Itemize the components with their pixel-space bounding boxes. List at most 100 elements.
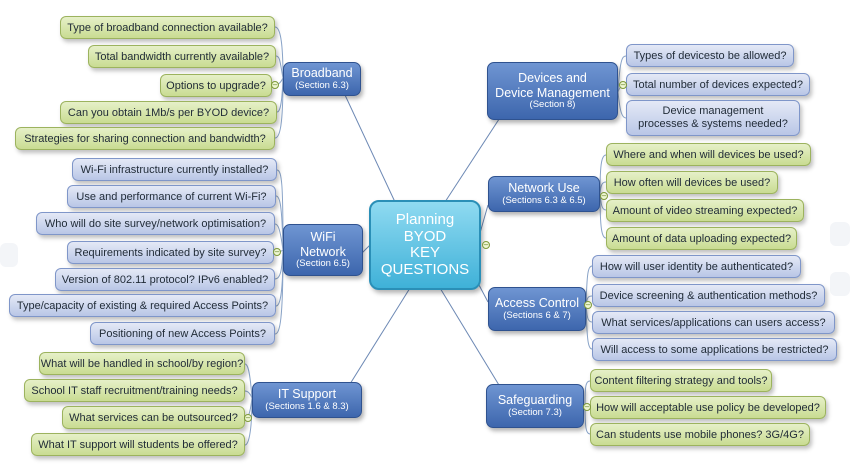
topic-label: processes & systems needed?	[638, 118, 788, 130]
topic-label: Device screening & authentication method…	[599, 289, 818, 302]
topic-survey-requirements[interactable]: Requirements indicated by site survey?	[67, 241, 274, 264]
topic-label: Content filtering strategy and tools?	[594, 374, 768, 387]
background-shape	[0, 243, 18, 267]
topic-outsourced-services[interactable]: What services can be outsourced?	[62, 406, 245, 429]
collapse-toggle-icon[interactable]: –	[583, 402, 591, 411]
collapse-toggle-icon[interactable]: –	[244, 413, 252, 422]
topic-label: Can you obtain 1Mb/s per BYOD device?	[67, 106, 270, 119]
topic-device-screening[interactable]: Device screening & authentication method…	[592, 284, 825, 307]
topic-how-often-used[interactable]: How often will devices be used?	[606, 171, 778, 194]
topic-student-it-support[interactable]: What IT support will students be offered…	[31, 433, 245, 456]
branch-subtitle: (Section 6.5)	[296, 257, 350, 269]
topic-label: Amount of data uploading expected?	[611, 232, 792, 245]
branch-devices-management[interactable]: Devices and Device Management (Section 8…	[487, 62, 618, 120]
topic-label: Version of 802.11 protocol? IPv6 enabled…	[61, 273, 269, 286]
branch-subtitle: (Sections 6 & 7)	[503, 309, 571, 321]
branch-title: Access Control	[494, 296, 580, 311]
topic-label: Where and when will devices be used?	[613, 148, 804, 161]
topic-wifi-performance[interactable]: Use and performance of current Wi-Fi?	[67, 185, 276, 208]
topic-label: Amount of video streaming expected?	[612, 204, 798, 217]
topic-sharing-strategies[interactable]: Strategies for sharing connection and ba…	[15, 127, 275, 150]
topic-options-upgrade[interactable]: Options to upgrade?	[160, 74, 272, 97]
central-topic-line: QUESTIONS	[380, 260, 470, 278]
collapse-toggle-icon[interactable]: –	[482, 240, 490, 249]
branch-subtitle: (Section 7.3)	[508, 406, 562, 418]
collapse-toggle-icon[interactable]: –	[619, 80, 627, 89]
topic-broadband-connection-type[interactable]: Type of broadband connection available?	[60, 16, 275, 39]
topic-label: Will access to some applications be rest…	[600, 343, 829, 356]
topic-label: Positioning of new Access Points?	[99, 327, 266, 340]
topic-label: Type/capacity of existing & required Acc…	[16, 299, 269, 312]
topic-restricted-applications[interactable]: Will access to some applications be rest…	[592, 338, 837, 361]
background-shape	[830, 222, 850, 246]
topic-wifi-installed[interactable]: Wi-Fi infrastructure currently installed…	[72, 158, 277, 181]
branch-title: Network Use	[508, 181, 580, 196]
topic-label: Can students use mobile phones? 3G/4G?	[596, 428, 804, 441]
collapse-toggle-icon[interactable]: –	[271, 80, 279, 89]
topic-label: Device management	[662, 104, 764, 117]
branch-subtitle: (Sections 1.6 & 8.3)	[265, 400, 349, 412]
topic-label: What IT support will students be offered…	[38, 438, 238, 451]
branch-title: Safeguarding	[497, 393, 573, 408]
topic-staff-recruitment[interactable]: School IT staff recruitment/training nee…	[24, 379, 245, 402]
branch-safeguarding[interactable]: Safeguarding (Section 7.3)	[486, 384, 584, 428]
branch-access-control[interactable]: Access Control (Sections 6 & 7)	[488, 287, 586, 331]
collapse-toggle-icon[interactable]: –	[600, 191, 608, 200]
central-topic-line: Planning	[395, 211, 455, 228]
topic-mobile-phones[interactable]: Can students use mobile phones? 3G/4G?	[590, 423, 810, 446]
topic-device-management-processes[interactable]: Device management processes & systems ne…	[626, 100, 800, 136]
topic-label: How will acceptable use policy be develo…	[596, 401, 820, 414]
topic-label: What will be handled in school/by region…	[40, 357, 244, 370]
branch-title: Device Management	[495, 85, 610, 100]
topic-label: How often will devices be used?	[613, 176, 771, 189]
topic-user-identity-auth[interactable]: How will user identity be authenticated?	[592, 255, 801, 278]
central-topic-line: KEY	[409, 244, 440, 261]
topic-total-bandwidth[interactable]: Total bandwidth currently available?	[88, 45, 276, 68]
topic-data-uploading[interactable]: Amount of data uploading expected?	[606, 227, 797, 250]
topic-label: School IT staff recruitment/training nee…	[31, 384, 238, 397]
branch-title: Broadband	[291, 66, 353, 81]
branch-subtitle: (Section 8)	[529, 98, 576, 110]
topic-label: Total number of devices expected?	[633, 78, 803, 91]
branch-it-support[interactable]: IT Support (Sections 1.6 & 8.3)	[252, 382, 362, 418]
topic-access-points-positioning[interactable]: Positioning of new Access Points?	[90, 322, 275, 345]
collapse-toggle-icon[interactable]: –	[584, 300, 592, 309]
topic-label: Requirements indicated by site survey?	[74, 246, 267, 259]
topic-where-when-used[interactable]: Where and when will devices be used?	[606, 143, 811, 166]
topic-label: Total bandwidth currently available?	[94, 50, 270, 63]
branch-wifi-network[interactable]: WiFi Network (Section 6.5)	[283, 224, 363, 276]
topic-label: Wi-Fi infrastructure currently installed…	[80, 163, 269, 176]
branch-title: Network	[300, 244, 346, 259]
topic-site-survey[interactable]: Who will do site survey/network optimisa…	[36, 212, 275, 235]
branch-subtitle: (Section 6.3)	[295, 79, 349, 91]
topic-access-points-capacity[interactable]: Type/capacity of existing & required Acc…	[9, 294, 276, 317]
topic-1mbs-per-device[interactable]: Can you obtain 1Mb/s per BYOD device?	[60, 101, 277, 124]
topic-acceptable-use-policy[interactable]: How will acceptable use policy be develo…	[590, 396, 826, 419]
branch-network-use[interactable]: Network Use (Sections 6.3 & 6.5)	[488, 176, 600, 212]
topic-school-region[interactable]: What will be handled in school/by region…	[39, 352, 245, 375]
topic-user-services-access[interactable]: What services/applications can users acc…	[592, 311, 835, 334]
topic-label: Types of devicesto be allowed?	[633, 49, 787, 62]
branch-broadband[interactable]: Broadband (Section 6.3)	[283, 62, 361, 96]
background-shape	[830, 272, 850, 296]
branch-subtitle: (Sections 6.3 & 6.5)	[502, 194, 586, 206]
topic-80211-protocol[interactable]: Version of 802.11 protocol? IPv6 enabled…	[55, 268, 275, 291]
topic-label: What services/applications can users acc…	[601, 316, 826, 329]
branch-title: WiFi	[310, 230, 336, 245]
topic-label: Use and performance of current Wi-Fi?	[76, 190, 267, 203]
collapse-toggle-icon[interactable]: –	[273, 247, 281, 256]
central-topic[interactable]: Planning BYOD KEY QUESTIONS	[369, 200, 481, 290]
topic-video-streaming[interactable]: Amount of video streaming expected?	[606, 199, 804, 222]
topic-label: Type of broadband connection available?	[67, 21, 268, 34]
topic-content-filtering[interactable]: Content filtering strategy and tools?	[590, 369, 772, 392]
topic-label: Who will do site survey/network optimisa…	[44, 217, 267, 230]
topic-label: Options to upgrade?	[166, 79, 266, 92]
topic-label: Strategies for sharing connection and ba…	[24, 132, 266, 145]
topic-label: How will user identity be authenticated?	[599, 260, 794, 273]
topic-device-count[interactable]: Total number of devices expected?	[626, 73, 810, 96]
central-topic-line: BYOD	[403, 227, 447, 245]
branch-title: Devices and	[518, 71, 587, 86]
topic-device-types[interactable]: Types of devicesto be allowed?	[626, 44, 794, 67]
topic-label: What services can be outsourced?	[69, 411, 238, 424]
branch-title: IT Support	[277, 387, 337, 402]
